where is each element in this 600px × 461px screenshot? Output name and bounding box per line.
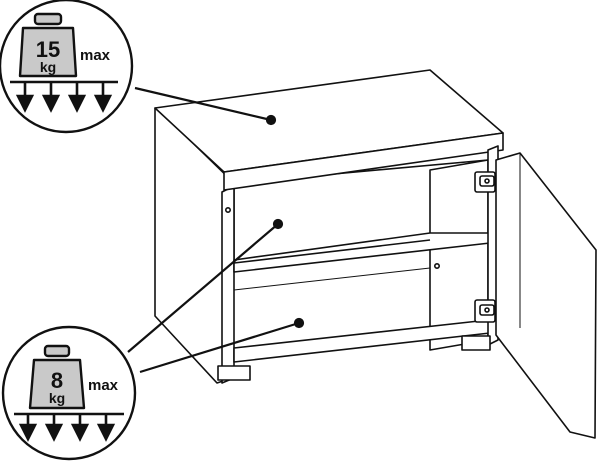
- shelf-load-max-label: max: [88, 377, 119, 394]
- cabinet-door: [495, 152, 597, 439]
- cabinet-foot-right: [461, 335, 491, 351]
- top-load-max-label: max: [80, 47, 111, 64]
- hinge-icon: [474, 299, 496, 323]
- top-load-value: 15: [36, 37, 60, 62]
- weight-icon: [28, 344, 86, 410]
- cabinet-front-post: [221, 185, 235, 384]
- hinge-icon: [474, 171, 496, 193]
- cabinet-illustration: [154, 69, 597, 439]
- down-arrow-icon: [15, 82, 113, 113]
- shelf-load-callout: 8 kg max: [1, 325, 137, 461]
- top-load-unit: kg: [40, 59, 56, 75]
- top-load-callout: 15 kg max: [0, 0, 134, 134]
- top-load-leader: [134, 86, 272, 122]
- shelf-load-unit: kg: [49, 390, 65, 406]
- cabinet-foot-left: [217, 365, 251, 381]
- down-arrow-icon: [18, 414, 116, 442]
- shelf-load-value: 8: [51, 368, 63, 393]
- leader-lines: [127, 86, 305, 374]
- shelf-load-leader-upper: [127, 223, 279, 353]
- shelf-load-leader-lower: [139, 321, 300, 374]
- weight-icon: [18, 12, 78, 78]
- cabinet-top-edge: [223, 132, 504, 191]
